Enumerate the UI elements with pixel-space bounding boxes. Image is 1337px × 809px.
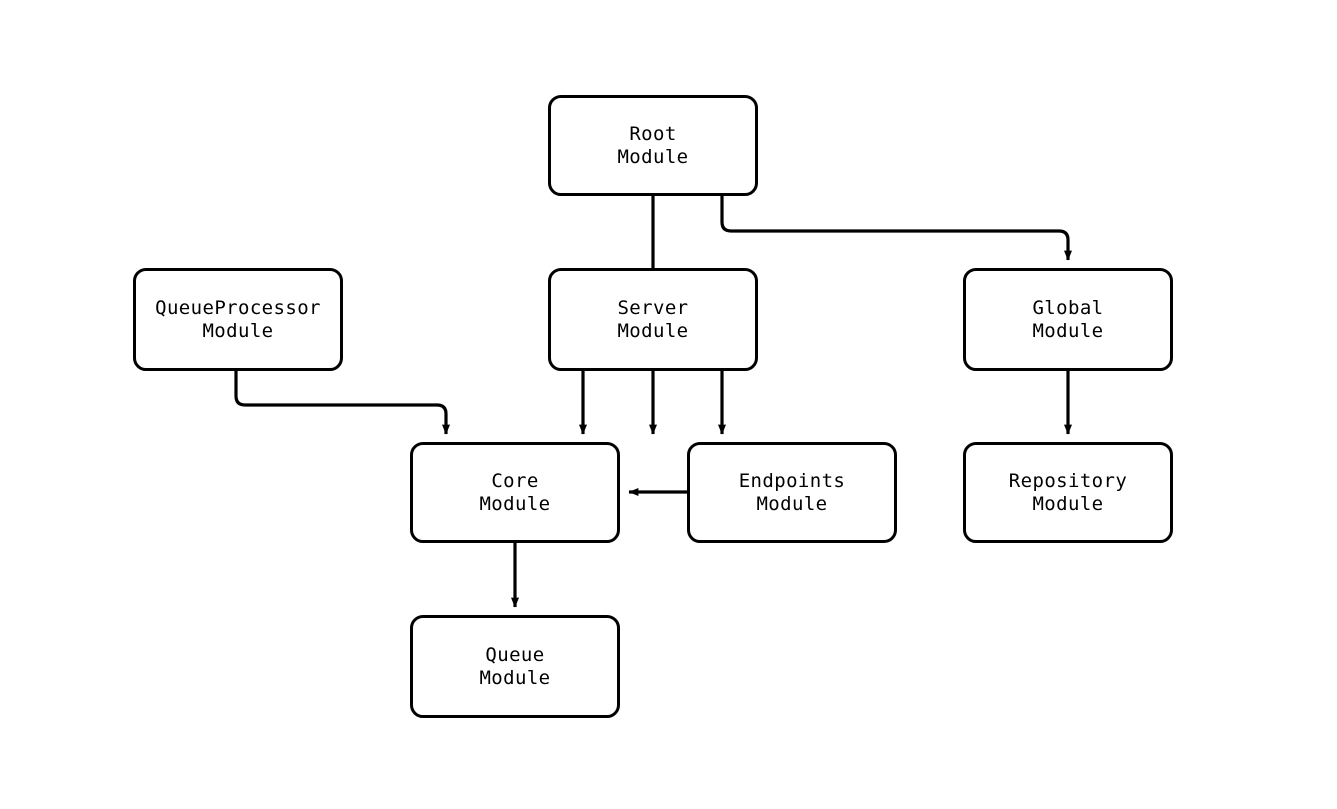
- global-module-label-line2: Module: [1032, 319, 1104, 342]
- root-module-label-line2: Module: [617, 145, 689, 168]
- queue-module-node[interactable]: Queue Module: [410, 615, 620, 718]
- core-module-label-line2: Module: [479, 492, 551, 515]
- edge-queueprocessor-to-core: [234, 371, 450, 435]
- endpoints-module-label-line2: Module: [756, 492, 828, 515]
- repository-module-label-line2: Module: [1032, 492, 1104, 515]
- queue-module-label-line2: Module: [479, 666, 551, 689]
- global-module-label-line1: Global: [1032, 296, 1104, 319]
- queue-module-label-line1: Queue: [485, 643, 545, 666]
- global-module-node[interactable]: Global Module: [963, 268, 1173, 371]
- server-module-node[interactable]: Server Module: [548, 268, 758, 371]
- root-module-label-line1: Root: [629, 122, 677, 145]
- root-module-node[interactable]: Root Module: [548, 95, 758, 196]
- server-module-label-line1: Server: [617, 296, 689, 319]
- queueprocessor-module-label-line1: QueueProcessor: [155, 296, 321, 319]
- edge-root-to-global: [720, 196, 1072, 261]
- core-module-label-line1: Core: [491, 469, 539, 492]
- queueprocessor-module-node[interactable]: QueueProcessor Module: [133, 268, 343, 371]
- endpoints-module-label-line1: Endpoints: [738, 469, 846, 492]
- queueprocessor-module-label-line2: Module: [202, 319, 274, 342]
- core-module-node[interactable]: Core Module: [410, 442, 620, 543]
- server-module-label-line2: Module: [617, 319, 689, 342]
- endpoints-module-node[interactable]: Endpoints Module: [687, 442, 897, 543]
- repository-module-node[interactable]: Repository Module: [963, 442, 1173, 543]
- repository-module-label-line1: Repository: [1008, 469, 1128, 492]
